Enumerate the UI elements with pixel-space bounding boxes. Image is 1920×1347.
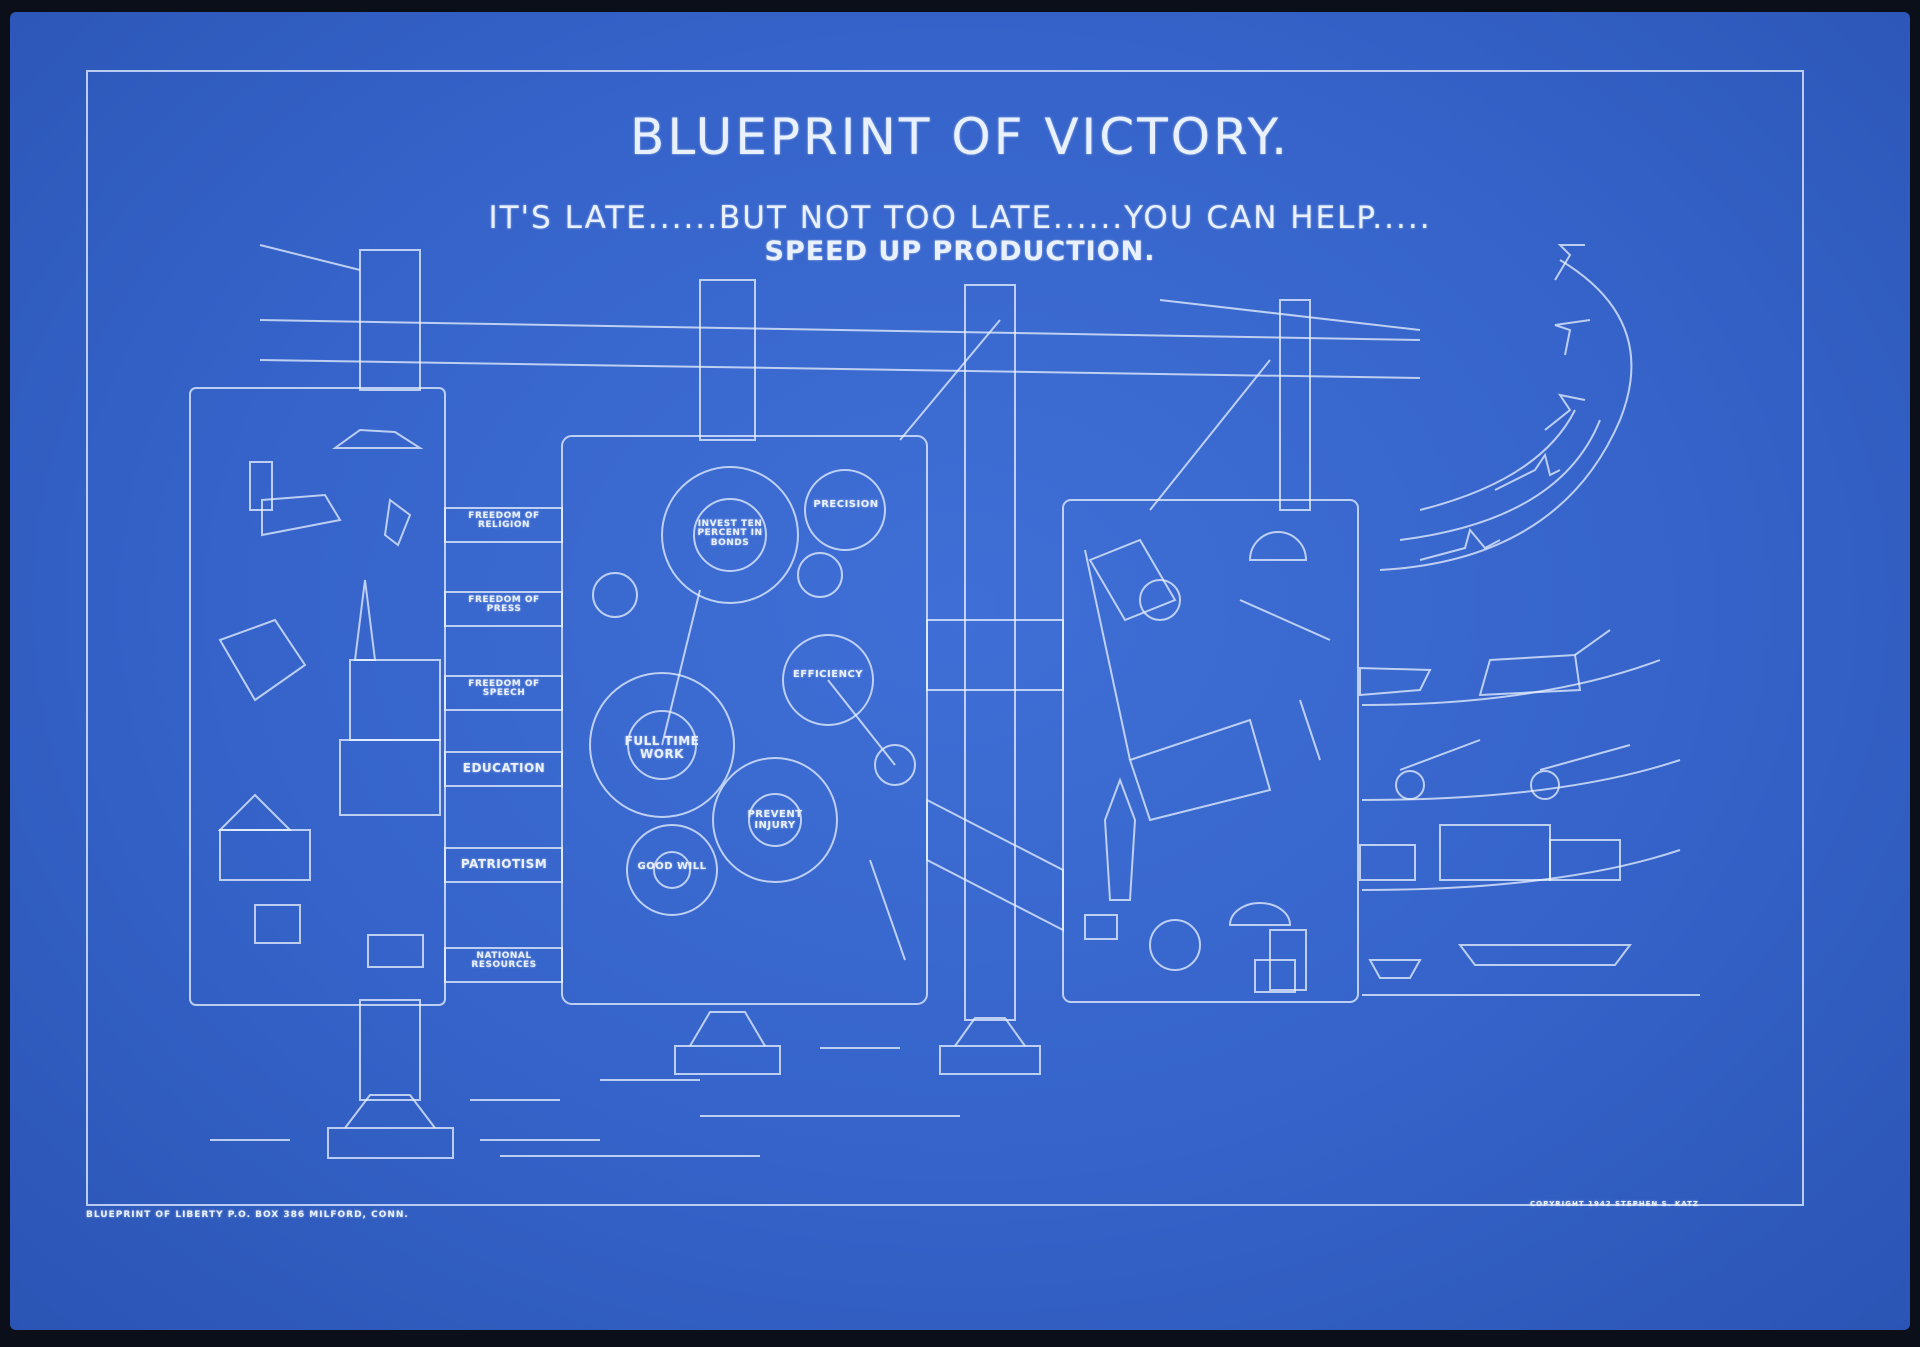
- gear-label-invest: INVEST TEN PERCENT IN BONDS: [697, 519, 763, 548]
- conduit-label: FREEDOM OF PRESS: [468, 595, 540, 615]
- tank-icon: [1478, 653, 1582, 697]
- production-shelf: [1361, 849, 1681, 891]
- support-column: [699, 279, 756, 441]
- gear-prevent-injury: [712, 757, 838, 883]
- truck-cab-icon: [1549, 839, 1621, 881]
- conduit: [444, 947, 563, 983]
- overhead-beam: [259, 359, 1421, 379]
- tire-icon: [1149, 919, 1201, 971]
- conduit-label: EDUCATION: [462, 761, 546, 775]
- airplane-icon: [1419, 527, 1501, 561]
- gear-precision: [804, 469, 886, 551]
- conduit: [444, 507, 563, 543]
- wrench-icon: [1239, 599, 1331, 641]
- block-icon: [1084, 914, 1118, 940]
- schoolhouse-roof-icon: [217, 793, 293, 831]
- overhead-beam: [259, 244, 361, 271]
- airplane-icon: [1494, 452, 1561, 491]
- support-column: [1279, 299, 1311, 511]
- spool-icon: [1254, 959, 1296, 993]
- blueprint-border: [86, 70, 1804, 1206]
- church-steeple-icon: [353, 579, 377, 661]
- plate-icon: [1128, 718, 1272, 822]
- airplane-icon: [1554, 319, 1591, 356]
- conduit-label: NATIONAL RESOURCES: [471, 951, 537, 971]
- support-column: [964, 284, 1016, 1021]
- production-shelf: [1361, 659, 1661, 706]
- conduit-label: FREEDOM OF RELIGION: [468, 511, 540, 531]
- footing: [939, 1045, 1041, 1075]
- warship-icon: [1458, 944, 1632, 966]
- left-cabinet: [189, 387, 446, 1006]
- bolt-icon: [1299, 699, 1321, 761]
- poster-slogan: SPEED UP PRODUCTION.: [764, 236, 1156, 267]
- conduit: [444, 751, 563, 787]
- footing: [327, 1127, 454, 1159]
- gear-good-will: [626, 824, 718, 916]
- truck-icon: [1439, 824, 1551, 881]
- footing: [674, 1045, 781, 1075]
- flight-trail: [1379, 259, 1633, 571]
- drive-shaft: [926, 798, 1064, 932]
- support-column: [359, 249, 421, 391]
- gear-invest: [661, 466, 799, 604]
- capitol-icon: [339, 739, 441, 816]
- ball-icon: [383, 498, 412, 547]
- drive-shaft: [926, 619, 1064, 691]
- gear-label-prevent-injury: PREVENT INJURY: [747, 809, 803, 831]
- gear-cabinet: [561, 435, 928, 1005]
- airplane-icon: [1544, 393, 1586, 431]
- boat-icon: [1368, 959, 1422, 979]
- anvil-icon: [1088, 538, 1177, 622]
- gear-label-good-will: GOOD WILL: [637, 861, 707, 872]
- conduit: [444, 675, 563, 711]
- overhead-beam: [259, 319, 1421, 341]
- conduit-label: PATRIOTISM: [460, 857, 548, 871]
- gear-label-precision: PRECISION: [813, 499, 879, 510]
- conduit: [444, 591, 563, 627]
- helmet-icon: [1248, 531, 1308, 561]
- blueprint-paper: [10, 12, 1910, 1330]
- overhead-beam: [1159, 299, 1421, 331]
- church-icon: [349, 659, 441, 741]
- teacher-desk-icon: [367, 934, 424, 968]
- gear-full-time-work: [589, 672, 735, 818]
- gear-label-efficiency: EFFICIENCY: [792, 669, 864, 680]
- footing: [689, 1011, 766, 1047]
- jeep-icon: [1359, 844, 1416, 881]
- airplane-icon: [1554, 244, 1585, 281]
- artillery-icon: [1395, 770, 1425, 800]
- footing: [344, 1094, 436, 1129]
- conduit: [444, 847, 563, 883]
- poster-title: BLUEPRINT OF VICTORY.: [630, 108, 1290, 166]
- book-icon: [254, 904, 301, 944]
- publisher-line: BLUEPRINT OF LIBERTY P.O. BOX 386 MILFOR…: [86, 1210, 409, 1220]
- poster-subtitle: IT'S LATE......BUT NOT TOO LATE......YOU…: [488, 200, 1432, 236]
- copyright-line: COPYRIGHT 1942 STEPHEN S. KATZ: [1530, 1200, 1699, 1208]
- support-column: [359, 999, 421, 1101]
- conduit-label: FREEDOM OF SPEECH: [468, 679, 540, 699]
- gear-efficiency: [782, 634, 874, 726]
- battleship-icon: [331, 428, 424, 449]
- tools-cabinet: [1062, 499, 1359, 1003]
- bread-icon: [261, 493, 342, 537]
- footing: [954, 1017, 1026, 1047]
- schoolhouse-icon: [219, 829, 311, 881]
- tank-icon: [1359, 666, 1432, 697]
- dome-icon: [1228, 902, 1292, 926]
- gear-label-full-time-work: FULL TIME WORK: [624, 734, 700, 761]
- newspaper-icon: [218, 618, 307, 702]
- artillery-icon: [1530, 770, 1560, 800]
- shell-icon: [1103, 777, 1137, 901]
- wheel-icon: [1139, 579, 1181, 621]
